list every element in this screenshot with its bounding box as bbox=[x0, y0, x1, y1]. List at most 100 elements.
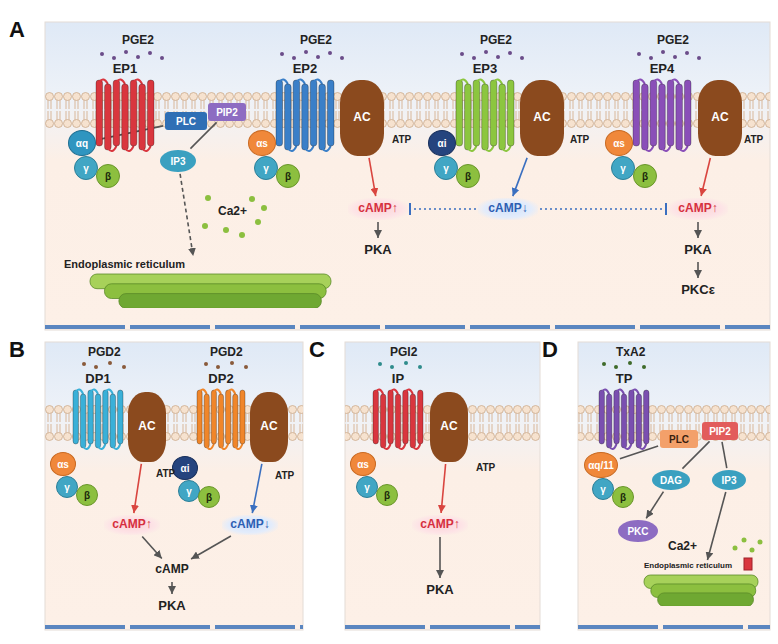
annotation-label: PGE2 bbox=[480, 34, 512, 47]
receptor-helices bbox=[196, 388, 246, 452]
node-text: PIP2 bbox=[709, 426, 731, 437]
panel: BDP1ACαsγβDP2ACαiγβcAMP↑cAMP↓cAMPPKA bbox=[45, 342, 303, 630]
node-text: γ bbox=[364, 482, 370, 493]
node-text: PKA bbox=[684, 243, 711, 257]
annotation-label: ATP bbox=[156, 468, 175, 479]
annotation-label: PGE2 bbox=[300, 34, 332, 47]
g-beta-subunit: β bbox=[276, 164, 300, 188]
node-text: EP1 bbox=[113, 62, 138, 76]
node-text: C bbox=[309, 338, 325, 362]
kinase-ellipse: PKC bbox=[618, 520, 658, 542]
enzyme-box: PLC bbox=[165, 112, 207, 130]
annotation-label: PGD2 bbox=[88, 346, 121, 359]
node-text: β bbox=[206, 492, 212, 503]
second-messenger: cAMP bbox=[150, 560, 194, 580]
second-messenger: cAMP↓ bbox=[222, 515, 278, 535]
g-gamma-subunit: γ bbox=[74, 156, 98, 180]
annotation-label: PGE2 bbox=[122, 34, 154, 47]
node-text: PKC bbox=[627, 526, 648, 537]
node-text: PKA bbox=[158, 599, 185, 613]
node-text: PIP2 bbox=[216, 107, 238, 118]
node-text: cAMP↑ bbox=[420, 518, 459, 531]
node-text: β bbox=[105, 171, 111, 182]
node-text: cAMP↑ bbox=[678, 202, 717, 215]
receptor-helices bbox=[372, 388, 424, 452]
receptor: DP1 bbox=[72, 372, 124, 452]
node-text: γ bbox=[443, 163, 449, 174]
g-beta-subunit: β bbox=[376, 484, 398, 506]
connector bbox=[369, 158, 376, 196]
connector bbox=[540, 208, 666, 210]
connector bbox=[180, 174, 193, 256]
g-beta-subunit: β bbox=[633, 164, 657, 188]
connector bbox=[252, 464, 262, 513]
messenger-ellipse: IP3 bbox=[712, 470, 746, 490]
g-beta-subunit: β bbox=[76, 484, 98, 506]
node-text: DAG bbox=[660, 475, 682, 486]
receptor-helices bbox=[632, 78, 692, 154]
g-gamma-subunit: γ bbox=[356, 476, 378, 498]
annotation-label: ATP bbox=[392, 134, 411, 145]
node-text: IP bbox=[392, 372, 404, 386]
connector bbox=[697, 222, 699, 238]
node-text: IP3 bbox=[721, 475, 736, 486]
g-gamma-subunit: γ bbox=[254, 156, 278, 180]
annotation-label: PGE2 bbox=[657, 34, 689, 47]
node-text: αi bbox=[438, 138, 447, 149]
node-text: Endoplasmic reticulum bbox=[644, 562, 732, 571]
g-alpha-subunit: αs bbox=[248, 130, 276, 156]
endoplasmic-reticulum: Endoplasmic reticulum bbox=[60, 258, 335, 308]
connector bbox=[441, 464, 446, 513]
receptor: EP2 bbox=[275, 62, 335, 154]
node-text: β bbox=[465, 171, 471, 182]
adenylyl-cyclase: AC bbox=[340, 80, 384, 156]
g-alpha-subunit: αq/11 bbox=[584, 452, 618, 478]
node-text: β bbox=[642, 171, 648, 182]
connector bbox=[646, 492, 663, 519]
annotation-label: Ca2+ bbox=[218, 205, 247, 218]
panel: AEP1αqγβPLCPIP2IP3Endoplasmic reticulumE… bbox=[45, 22, 770, 330]
er-membranes bbox=[640, 574, 762, 606]
receptor: EP4 bbox=[632, 62, 692, 154]
kinase-label: PKA bbox=[150, 596, 194, 616]
g-alpha-subunit: αi bbox=[428, 130, 456, 156]
node-text: β bbox=[384, 490, 390, 501]
node-text: cAMP↓ bbox=[488, 202, 527, 215]
node-text: PLC bbox=[176, 116, 196, 127]
adenylyl-cyclase: AC bbox=[128, 392, 166, 462]
node-text: PKCε bbox=[681, 283, 715, 297]
node-text: PKA bbox=[426, 583, 453, 597]
node-text: αq/11 bbox=[588, 460, 614, 471]
connector bbox=[410, 208, 476, 210]
kinase-label: PKA bbox=[678, 240, 718, 260]
node-text: cAMP bbox=[155, 563, 188, 576]
node-text: TP bbox=[616, 372, 633, 386]
node-text: AC bbox=[533, 111, 550, 124]
connector bbox=[697, 262, 699, 278]
node-text: A bbox=[9, 18, 25, 42]
second-messenger: cAMP↑ bbox=[348, 198, 408, 220]
panel: CIPACαsγβcAMP↑PKA bbox=[345, 342, 540, 630]
node-text: αs bbox=[357, 459, 369, 470]
annotation-label: ATP bbox=[476, 462, 495, 473]
connector bbox=[134, 464, 142, 513]
node-text: γ bbox=[83, 163, 89, 174]
annotation-label: Ca2+ bbox=[668, 540, 697, 553]
node-text: β bbox=[285, 171, 291, 182]
adenylyl-cyclase: AC bbox=[520, 80, 564, 156]
er-membranes bbox=[60, 273, 335, 308]
connector bbox=[142, 536, 162, 558]
g-alpha-subunit: αs bbox=[50, 452, 76, 476]
annotation-label: PGD2 bbox=[210, 346, 243, 359]
g-alpha-subunit: αs bbox=[605, 130, 633, 156]
node-text: EP3 bbox=[473, 62, 498, 76]
node-text: EP2 bbox=[293, 62, 318, 76]
g-alpha-subunit: αs bbox=[350, 452, 376, 476]
g-gamma-subunit: γ bbox=[592, 478, 614, 500]
connector bbox=[377, 222, 379, 238]
node-text: γ bbox=[600, 484, 606, 495]
receptor: IP bbox=[372, 372, 424, 452]
node-text: PKA bbox=[364, 243, 391, 257]
node-text: AC bbox=[440, 420, 457, 433]
messenger-ellipse: DAG bbox=[652, 470, 690, 490]
